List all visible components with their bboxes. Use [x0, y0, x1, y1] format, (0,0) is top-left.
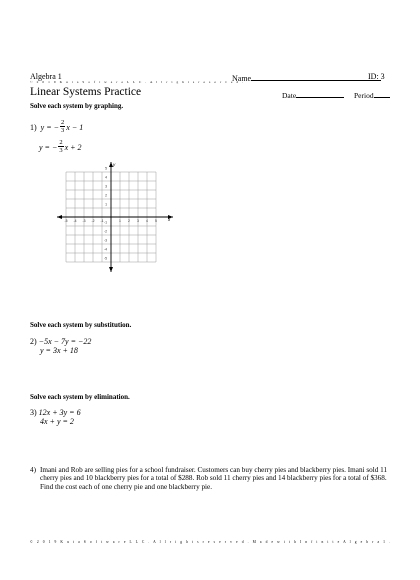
- fraction-denominator: 3: [61, 126, 65, 134]
- period-label: Period: [354, 91, 374, 100]
- p1-eq1-lhs: y = −: [40, 123, 60, 132]
- y-axis-label: y: [112, 162, 116, 167]
- name-blank: [251, 72, 382, 81]
- date-label: Date: [282, 91, 297, 100]
- problem-4: 4) Imani and Rob are selling pies for a …: [30, 466, 392, 491]
- x-axis-label: x: [167, 217, 171, 222]
- x-tick-label: 5: [155, 219, 157, 223]
- y-tick-label: 4: [105, 176, 107, 180]
- x-tick-label: 2: [128, 219, 130, 223]
- x-axis-arrow-left: [57, 215, 62, 219]
- coordinate-grid: x y -5 -4 -3 -2 -1 1 2 3 4 5 5 4 3 2 1 -1 -2 -3 -4 -5: [57, 162, 173, 272]
- x-tick-label: -2: [91, 219, 94, 223]
- y-tick-label: -3: [104, 239, 107, 243]
- x-tick-label: 4: [146, 219, 148, 223]
- y-tick-label: -1: [104, 221, 107, 225]
- y-axis-arrow-up: [109, 162, 113, 167]
- p2-eq1: −5x − 7y = −22: [38, 337, 92, 346]
- course-subject: Algebra 1: [30, 72, 62, 81]
- y-tick-label: 1: [105, 203, 107, 207]
- problem-2: 2) −5x − 7y = −22: [30, 337, 91, 346]
- period-field: Period: [354, 89, 390, 100]
- name-field: Name: [232, 72, 382, 83]
- problem-2-eq2: y = 3x + 18: [40, 346, 78, 355]
- worksheet-id: ID: 3: [368, 72, 385, 81]
- x-tick-label: -3: [82, 219, 85, 223]
- section-heading-graphing: Solve each system by graphing.: [30, 102, 124, 110]
- date-blank: [296, 89, 345, 98]
- x-tick-label: -4: [73, 219, 76, 223]
- worksheet-title: Linear Systems Practice: [30, 86, 142, 98]
- problem-number: 4): [30, 466, 36, 474]
- problem-4-text: Imani and Rob are selling pies for a sch…: [40, 466, 388, 491]
- name-label: Name: [232, 74, 252, 83]
- tick-labels: -5 -4 -3 -2 -1 1 2 3 4 5 5 4 3 2 1 -1 -2 -3 -4 -5: [64, 167, 157, 261]
- period-blank: [373, 89, 390, 98]
- section-heading-substitution: Solve each system by substitution.: [30, 321, 132, 329]
- p1-eq1-rhs: x − 1: [66, 123, 84, 132]
- fraction-numerator: 2: [60, 118, 66, 127]
- y-tick-label: 5: [105, 167, 107, 171]
- x-tick-label: 1: [119, 219, 121, 223]
- x-tick-label: 3: [137, 219, 139, 223]
- p1-eq2-lhs: y = −: [39, 143, 58, 152]
- x-tick-label: -1: [100, 219, 103, 223]
- fraction-numerator: 2: [58, 138, 64, 147]
- section-heading-elimination: Solve each system by elimination.: [30, 393, 130, 401]
- problem-number: 2): [30, 337, 37, 346]
- p2-eq2: y = 3x + 18: [40, 346, 78, 355]
- p1-eq2-rhs: x + 2: [64, 143, 82, 152]
- date-field: Date: [282, 89, 345, 100]
- y-tick-label: 2: [105, 194, 107, 198]
- y-tick-label: -4: [104, 248, 107, 252]
- y-axis-arrow-down: [109, 267, 113, 272]
- x-tick-label: -5: [64, 219, 67, 223]
- y-tick-label: -5: [104, 257, 107, 261]
- problem-number: 1): [30, 123, 37, 132]
- y-tick-label: 3: [105, 185, 107, 189]
- p3-eq1: 12x + 3y = 6: [38, 408, 81, 417]
- footer-copyright: © 2 0 1 9 K u t a S o f t w a r e L L C …: [30, 540, 392, 544]
- x-axis-arrow-right: [168, 215, 173, 219]
- p3-eq2: 4x + y = 2: [40, 417, 74, 426]
- problem-3: 3) 12x + 3y = 6: [30, 408, 81, 417]
- problem-number: 3): [30, 408, 37, 417]
- fraction-denominator: 3: [59, 146, 63, 154]
- problem-3-eq2: 4x + y = 2: [40, 417, 74, 426]
- header-copyright: © 2 0 1 9 K u t a S o f t w a r e L L C …: [30, 80, 245, 84]
- y-tick-label: -2: [104, 230, 107, 234]
